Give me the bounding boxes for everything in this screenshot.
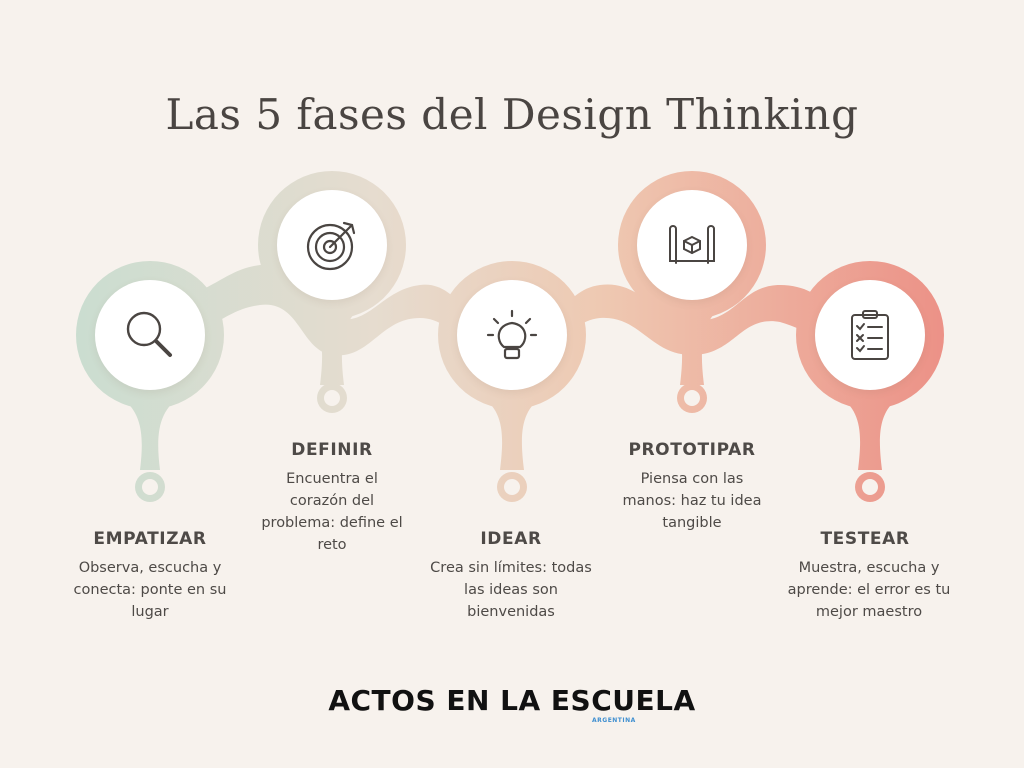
blueprint-icon xyxy=(669,225,715,264)
phase-description: Muestra, escucha y aprende: el error es … xyxy=(787,560,951,620)
logo-text: ACTOS EN LA ESCUELA xyxy=(328,684,696,717)
phase-description: Encuentra el corazón del problema: defin… xyxy=(261,471,403,553)
magnifier-icon xyxy=(126,311,172,357)
logo-subtext: ARGENTINA xyxy=(592,717,636,724)
phase-description: Crea sin límites: todas las ideas son bi… xyxy=(430,560,592,620)
phase-prototipar-circle xyxy=(637,190,747,300)
phase-definir-circle xyxy=(277,190,387,300)
phase-empatizar-circle xyxy=(95,280,205,390)
phase-label: EMPATIZAR xyxy=(93,529,207,549)
phase-description: Observa, escucha y conecta: ponte en su … xyxy=(73,560,227,620)
phase-label: PROTOTIPAR xyxy=(628,440,756,460)
checklist-icon xyxy=(851,310,889,360)
phase-label: IDEAR xyxy=(480,529,542,549)
brand-logo: ACTOS EN LA ESCUELA ARGENTINA xyxy=(0,684,1024,724)
lightbulb-icon xyxy=(486,309,538,360)
phase-description: Piensa con las manos: haz tu idea tangib… xyxy=(622,471,762,531)
phase-label: DEFINIR xyxy=(291,440,373,460)
target-arrow-icon xyxy=(306,221,356,271)
phase-label: TESTEAR xyxy=(820,529,910,549)
phase-testear-circle xyxy=(815,280,925,390)
page-title: Las 5 fases del Design Thinking xyxy=(165,90,859,140)
phase-idear-circle xyxy=(457,280,567,390)
